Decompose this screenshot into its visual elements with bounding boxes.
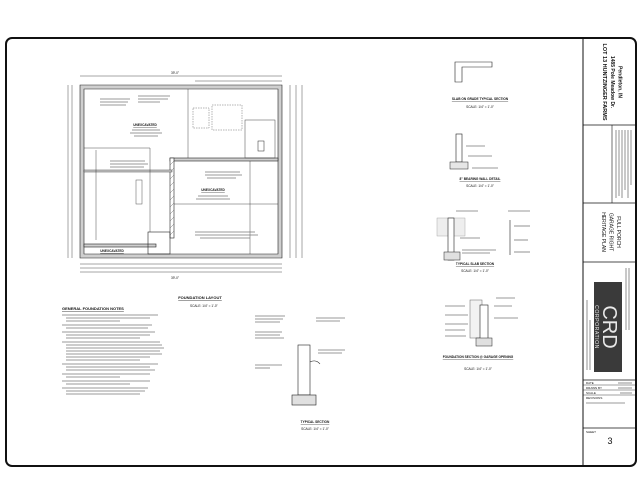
typical-slab-section-detail: TYPICAL SLAB SECTION SCALE: 1/4" = 1'-0" <box>436 210 530 273</box>
notes-title: GENERAL FOUNDATION NOTES <box>62 306 124 311</box>
typical-section-detail: TYPICAL SECTION SCALE: 1/4" = 1'-0" <box>255 315 345 431</box>
pier-outline <box>135 179 143 205</box>
project-address: LOT 13 HUNTZINGER FARMS 1485 Pole Meadow… <box>601 43 623 120</box>
sheet-number: 3 <box>607 436 612 446</box>
plan-scale: SCALE: 1/4" = 1'-0" <box>190 304 218 308</box>
bearing-wall-detail: 8" BEARING WALL DETAIL SCALE: 1/4" = 1'-… <box>449 133 501 188</box>
dimension-bottom-total: 39'-0" <box>171 276 179 280</box>
stoop-outline <box>147 231 171 255</box>
foundation-wall <box>79 84 283 259</box>
company-logo-text: CRD <box>598 305 620 348</box>
area-label-unexcavated-2: UNEXCAVATED <box>201 188 225 192</box>
fixture-outline <box>257 140 265 152</box>
porch-wall <box>83 243 157 248</box>
dimension-overall-width: 39'-0" <box>171 71 179 75</box>
plumbing-outline-2 <box>192 107 210 129</box>
sheet-label: SHEET <box>586 430 596 434</box>
slab-on-grade-detail: SLAB ON GRADE TYPICAL SECTION SCALE: 1/4… <box>452 61 509 109</box>
typical-section-scale: SCALE: 1/4" = 1'-0" <box>301 427 329 431</box>
interior-footing <box>83 169 173 173</box>
bath-outline <box>244 119 276 159</box>
typical-section-title: TYPICAL SECTION <box>301 420 330 424</box>
wall-hatching <box>169 160 175 236</box>
plan-name: HERITAGE PLAN GARAGE RIGHT FULL PORCH <box>600 212 621 252</box>
typical-slab-section-scale: SCALE: 1/4" = 1'-0" <box>461 269 489 273</box>
plan-annotations <box>100 95 258 239</box>
garage-opening-scale: SCALE: 1/4" = 1'-0" <box>464 367 492 371</box>
date-label: DATE <box>586 381 594 385</box>
project-lot: LOT 13 HUNTZINGER FARMS <box>601 43 607 120</box>
plan-name-line-2: GARAGE RIGHT <box>608 213 614 251</box>
notes-body <box>62 314 164 395</box>
title-block-notes <box>615 130 632 198</box>
sheet-border <box>5 37 637 467</box>
general-notes: GENERAL FOUNDATION NOTES <box>62 306 164 395</box>
bearing-wall-scale: SCALE: 1/4" = 1'-0" <box>466 184 494 188</box>
garage-wall <box>169 157 279 162</box>
dimension-lines <box>67 75 303 273</box>
title-block: LOT 13 HUNTZINGER FARMS 1485 Pole Meadow… <box>582 38 636 466</box>
foundation-plan: 39'-0" 39'-0" UNEXCAVATED UNEXCAVATED UN… <box>67 71 303 308</box>
plumbing-outline <box>211 104 243 131</box>
revisions-label: REVISIONS <box>586 396 602 400</box>
bearing-wall-title: 8" BEARING WALL DETAIL <box>460 177 501 181</box>
company-logo <box>594 282 622 372</box>
project-street: 1485 Pole Meadow Dr. <box>609 56 615 109</box>
typical-slab-section-title: TYPICAL SLAB SECTION <box>456 262 495 266</box>
slab-on-grade-title: SLAB ON GRADE TYPICAL SECTION <box>452 97 509 101</box>
company-logo-subtitle: CORPORATION <box>593 305 599 349</box>
plan-title: FOUNDATION LAYOUT <box>178 295 222 300</box>
project-city: Pendleton, IN <box>617 66 623 98</box>
plan-name-line-3: FULL PORCH <box>615 216 621 248</box>
plan-name-line-1: HERITAGE PLAN <box>600 212 606 252</box>
drawn-by-label: DRAWN BY <box>586 386 602 390</box>
area-label-unexcavated-1: UNEXCAVATED <box>133 123 157 127</box>
garage-opening-detail: FOUNDATION SECTION @ GARAGE OPENING SCAL… <box>443 297 518 371</box>
scale-label: SCALE <box>586 391 596 395</box>
area-label-unexcavated-3: UNEXCAVATED <box>100 249 124 253</box>
garage-opening-title: FOUNDATION SECTION @ GARAGE OPENING <box>443 355 514 359</box>
slab-on-grade-scale: SCALE: 1/4" = 1'-0" <box>466 105 494 109</box>
